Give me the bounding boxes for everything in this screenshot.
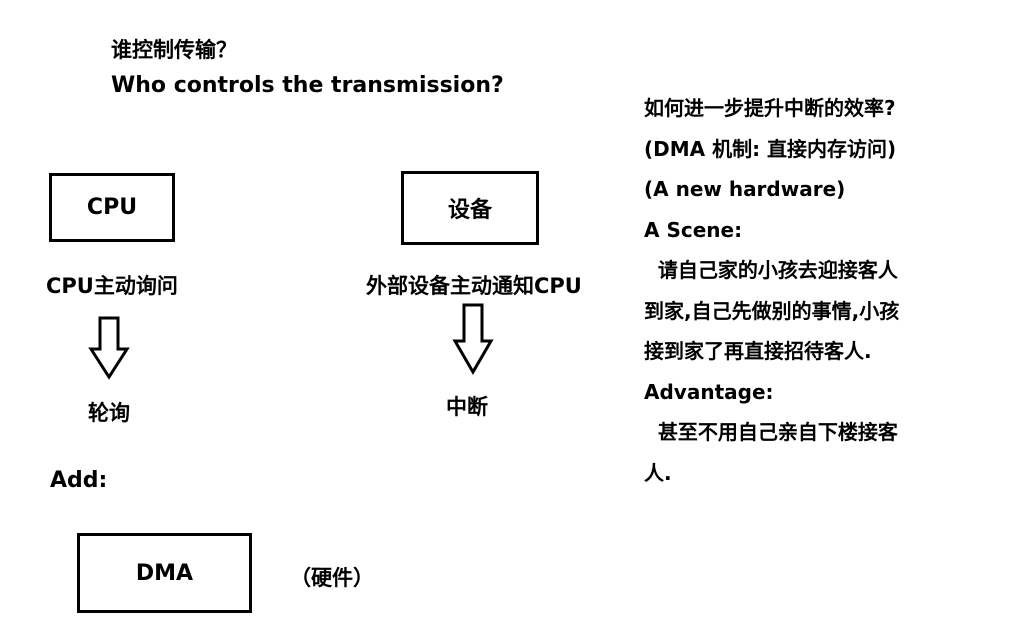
cpu-box-label: CPU xyxy=(86,195,138,220)
note-line: 人. xyxy=(644,460,672,485)
question-en: Who controls the transmission? xyxy=(111,73,504,98)
hardware-note: （硬件） xyxy=(290,566,374,590)
down-arrow-icon xyxy=(452,303,494,375)
add-label: Add: xyxy=(50,468,108,493)
note-line: 如何进一步提升中断的效率? xyxy=(644,96,896,120)
note-line: 请自己家的小孩去迎接客人 xyxy=(644,258,898,282)
polling-label: 轮询 xyxy=(88,401,130,425)
device-caption: 外部设备主动通知CPU xyxy=(366,274,582,298)
device-box: 设备 xyxy=(401,171,539,245)
note-line: Advantage: xyxy=(644,379,774,404)
cpu-caption: CPU主动询问 xyxy=(46,274,178,298)
cpu-box: CPU xyxy=(49,173,175,242)
note-line: 到家,自己先做别的事情,小孩 xyxy=(644,298,900,323)
down-arrow-icon xyxy=(88,316,130,380)
note-line: 甚至不用自己亲自下楼接客 xyxy=(644,420,898,444)
note-line: A Scene: xyxy=(644,217,743,242)
interrupt-label: 中断 xyxy=(446,395,488,419)
note-line: 接到家了再直接招待客人. xyxy=(644,339,872,363)
note-line: (A new hardware) xyxy=(644,177,846,201)
question-zh: 谁控制传输？ xyxy=(111,38,237,62)
note-line: (DMA 机制: 直接内存访问) xyxy=(644,136,897,161)
notes-panel: 如何进一步提升中断的效率? (DMA 机制: 直接内存访问) (A new ha… xyxy=(644,88,974,493)
device-box-label: 设备 xyxy=(447,198,492,223)
dma-box-label: DMA xyxy=(135,560,194,586)
dma-box: DMA xyxy=(77,533,252,613)
